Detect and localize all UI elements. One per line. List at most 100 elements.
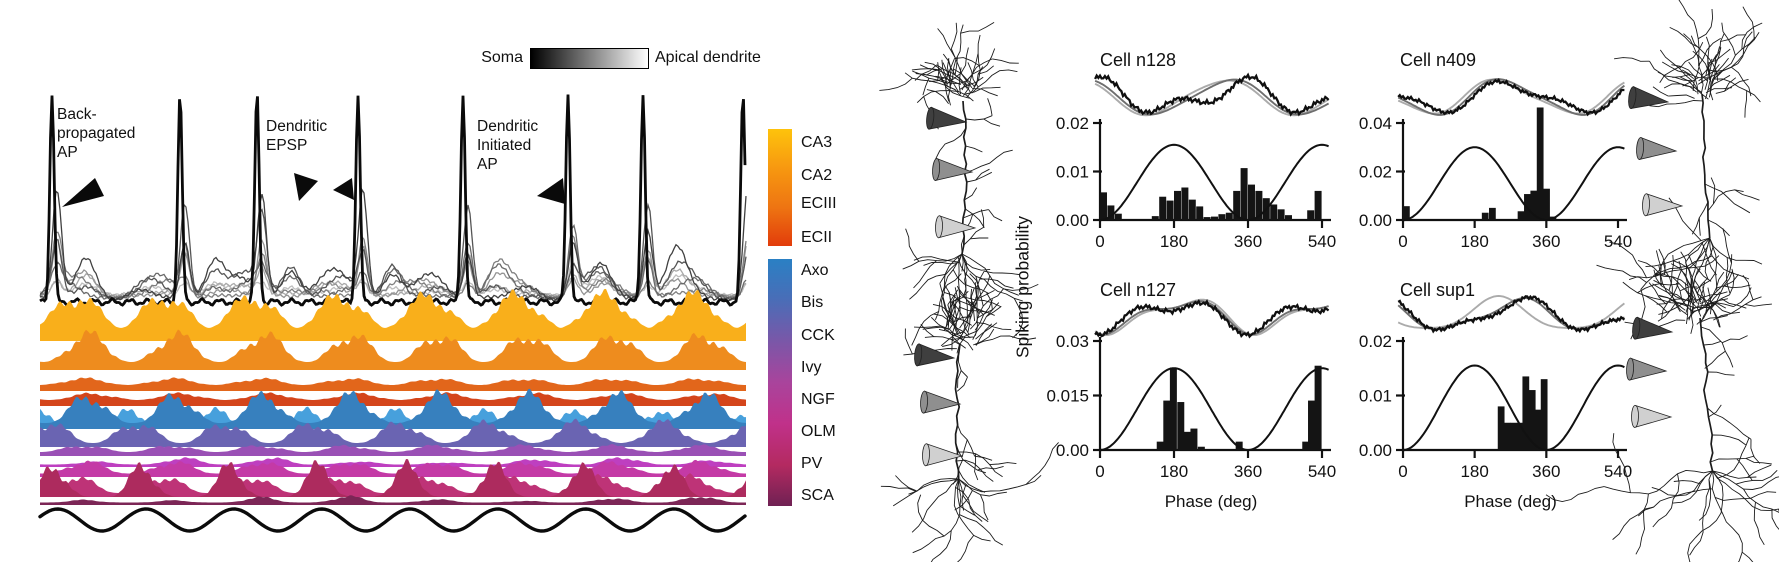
vm-trace: [1094, 298, 1330, 339]
reference-sine: [1099, 367, 1329, 452]
xtick-label: 540: [1308, 462, 1336, 481]
xtick-label: 360: [1234, 462, 1262, 481]
colorbar-label-pv: PV: [801, 455, 823, 472]
recording-pipette: [1636, 136, 1678, 160]
histogram-bar: [1156, 441, 1164, 450]
histogram-bar: [1285, 215, 1292, 220]
histogram-bar: [1536, 107, 1544, 220]
xtick-label: 180: [1160, 462, 1188, 481]
arrowhead-dendritic-initiated: [537, 178, 565, 204]
recording-pipette: [914, 343, 956, 367]
arrowhead-backpropagated-ap: [62, 178, 104, 207]
ytick-label: 0.02: [1359, 163, 1392, 182]
annotation-backpropagated-ap: Back- propagated AP: [57, 106, 136, 161]
colorbar-label-cck: CCK: [801, 327, 835, 344]
histogram-bar: [1522, 376, 1530, 450]
recording-pipette: [932, 157, 974, 181]
xtick-label: 180: [1160, 232, 1188, 251]
recording-pipette: [1642, 193, 1684, 217]
histogram-bar: [1403, 206, 1410, 220]
histogram-bar: [1174, 190, 1181, 220]
histogram-bar: [1308, 400, 1316, 450]
xtick-label: 540: [1604, 462, 1632, 481]
theta-sine-wave: [38, 507, 747, 533]
histogram-bar: [1270, 204, 1278, 220]
recording-pipette: [1628, 86, 1670, 110]
ytick-label: 0.00: [1056, 441, 1089, 460]
colorbar-label-bis: Bis: [801, 294, 824, 311]
histogram-bar: [1225, 212, 1233, 220]
colorbar-label-sca: SCA: [801, 487, 834, 504]
histogram-bar: [1107, 205, 1115, 220]
recording-pipette: [926, 106, 968, 130]
phase-axis-label-right: Phase (deg): [1464, 492, 1557, 511]
histogram-bar: [1497, 406, 1505, 450]
histogram-bar: [1177, 402, 1185, 450]
plot-title-n128: Cell n128: [1100, 50, 1177, 70]
reference-sine: [1099, 143, 1329, 222]
reference-sine: [1402, 146, 1625, 222]
histogram-bar: [1302, 441, 1310, 450]
histogram-bar: [1190, 428, 1198, 450]
recording-pipette: [920, 390, 962, 414]
colorbar-label-ngf: NGF: [801, 391, 835, 408]
recording-pipette: [1631, 404, 1673, 428]
ytick-label: 0.03: [1056, 332, 1089, 351]
vm-trace: [1397, 78, 1625, 117]
soma-label: Soma: [481, 49, 523, 66]
band-axo: [40, 388, 746, 429]
band-cck: [40, 444, 746, 456]
band-ivy: [40, 457, 746, 467]
histogram-bar: [1255, 190, 1263, 220]
histogram-bar: [1307, 210, 1315, 220]
band-bis: [40, 418, 746, 447]
phase-axis-label-left: Phase (deg): [1164, 492, 1258, 511]
xtick-label: 540: [1604, 232, 1632, 251]
histogram-bar: [1169, 367, 1177, 450]
recording-pipette: [1632, 316, 1674, 340]
ytick-label: 0.01: [1359, 387, 1392, 406]
excitatory-colorbar: [768, 129, 792, 246]
input-population-bands: [40, 288, 746, 505]
colorbar-label-axo: Axo: [801, 262, 829, 279]
annotation-arrowheads: [62, 173, 565, 207]
morphology-sup1: [1545, 228, 1779, 562]
histogram-bar: [1516, 422, 1524, 450]
histogram-bar: [1240, 168, 1248, 220]
xtick-label: 180: [1460, 232, 1488, 251]
vm-trace: [1094, 300, 1329, 336]
ytick-label: 0.00: [1056, 211, 1089, 230]
histogram-bar: [1188, 199, 1196, 220]
xtick-label: 360: [1234, 232, 1262, 251]
histogram-bar: [1211, 216, 1218, 220]
morphology-n128: [879, 22, 1023, 351]
plot-title-n127: Cell n127: [1100, 280, 1177, 300]
ytick-label: 0.00: [1359, 211, 1392, 230]
ytick-label: 0.00: [1359, 441, 1392, 460]
histogram-bar: [1489, 207, 1496, 220]
histogram-bar: [1183, 431, 1191, 450]
colorbar-label-ca2: CA2: [801, 167, 833, 184]
histogram-bar: [1504, 422, 1511, 450]
xtick-label: 0: [1398, 232, 1407, 251]
histogram-bar: [1277, 209, 1285, 220]
recording-pipette: [935, 215, 977, 239]
vm-trace: [1397, 297, 1625, 331]
band-ecii: [40, 392, 746, 406]
vm-trace: [1397, 295, 1625, 329]
colorbar-label-eciii: ECIII: [801, 195, 837, 212]
band-ca3: [40, 288, 746, 341]
band-ca2: [40, 329, 746, 370]
xtick-label: 0: [1095, 232, 1104, 251]
histogram-bar: [1196, 206, 1204, 220]
colorbar-label-ecii: ECII: [801, 229, 833, 246]
histogram-bar: [1481, 212, 1489, 220]
histogram-bar: [1114, 213, 1122, 220]
soma-apical-gradient-bar: [530, 48, 649, 69]
colorbar-label-olm: OLM: [801, 423, 836, 440]
